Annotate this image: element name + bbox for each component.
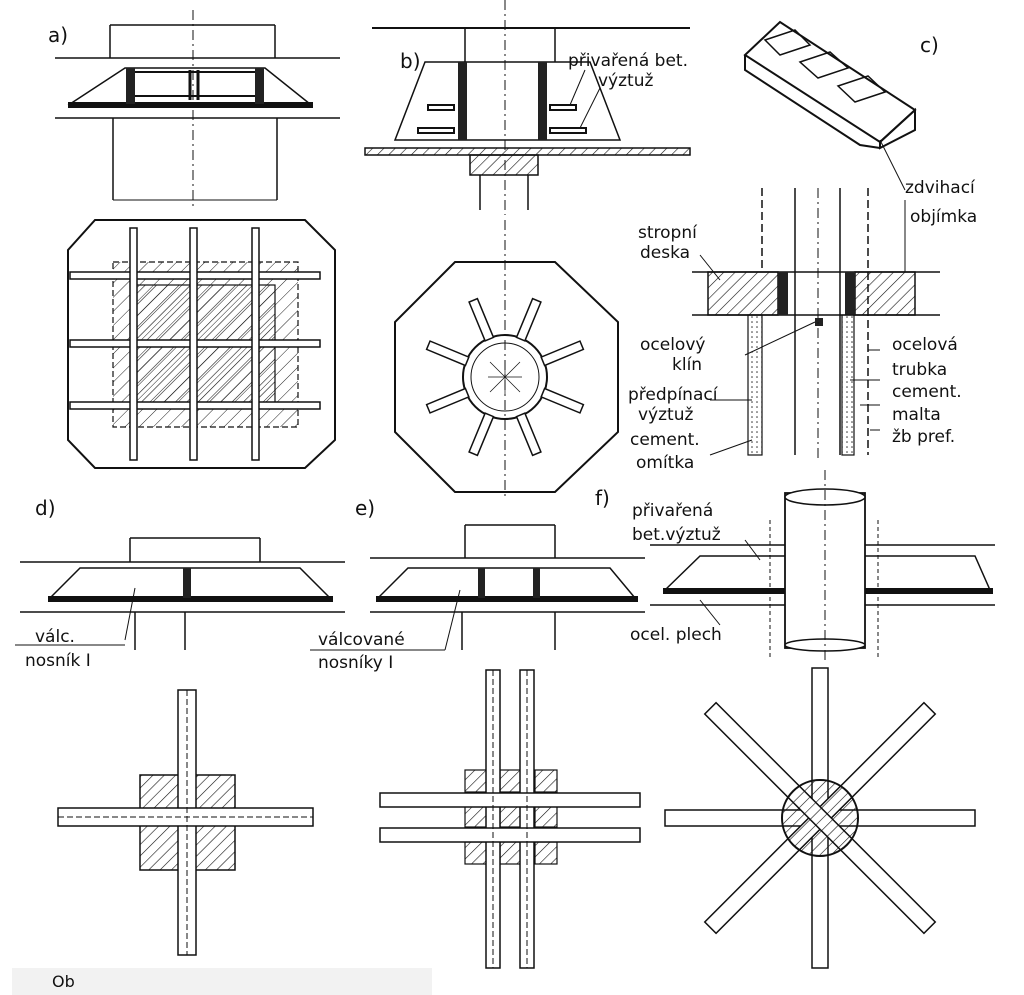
panel-d-elevation (15, 537, 345, 650)
label-privarena-f: přivařená (632, 501, 713, 521)
panel-f-elevation (650, 470, 995, 660)
panel-b-elevation (364, 0, 691, 215)
panel-c-block (743, 20, 917, 150)
panel-label-e: e) (355, 496, 375, 520)
panel-a-plan (67, 219, 336, 469)
panel-e-elevation (310, 524, 645, 651)
label-predpinaci: předpínací (628, 385, 719, 405)
label-vyztuz-b: výztuž (598, 71, 653, 91)
panel-label-a: a) (48, 23, 68, 47)
label-ocelovy: ocelový (640, 335, 705, 355)
label-bet-vyztuz-f: bet.výztuž (632, 525, 721, 545)
panel-f-plan (664, 667, 976, 969)
label-zdvihaci: zdvihací (905, 178, 976, 198)
panel-d-plan (57, 689, 314, 956)
label-cement-malta: cement. (892, 382, 962, 402)
label-nosniky: nosníky I (318, 653, 393, 673)
label-ocelova: ocelová (892, 335, 958, 355)
panel-label-b: b) (400, 49, 421, 73)
label-cement-omitka: cement. (630, 430, 700, 450)
label-valc: válc. (35, 627, 75, 647)
label-objimka: objímka (910, 207, 977, 227)
panel-label-c: c) (920, 33, 939, 57)
panel-c-section (692, 139, 940, 460)
label-vyztuz-c: výztuž (638, 405, 693, 425)
label-zb-pref: žb pref. (892, 427, 955, 447)
label-deska: deska (640, 243, 690, 263)
label-trubka: trubka (892, 360, 947, 380)
label-privarena-bet: přivařená bet. (568, 51, 688, 71)
label-stropni: stropní (638, 223, 698, 243)
label-omitka: omítka (636, 453, 694, 473)
label-ocel-plech: ocel. plech (630, 625, 722, 645)
panel-label-f: f) (595, 486, 610, 510)
caption-strip: Ob (12, 968, 432, 995)
panel-a-elevation (55, 10, 340, 210)
panel-b-plan (394, 220, 619, 500)
panel-e-plan (379, 669, 641, 969)
panel-label-d: d) (35, 496, 56, 520)
caption-text: Ob (52, 972, 75, 991)
label-klin: klín (672, 355, 702, 375)
label-nosnik: nosník I (25, 651, 91, 671)
label-malta: malta (892, 405, 941, 425)
label-valcovane: válcované (318, 630, 405, 650)
